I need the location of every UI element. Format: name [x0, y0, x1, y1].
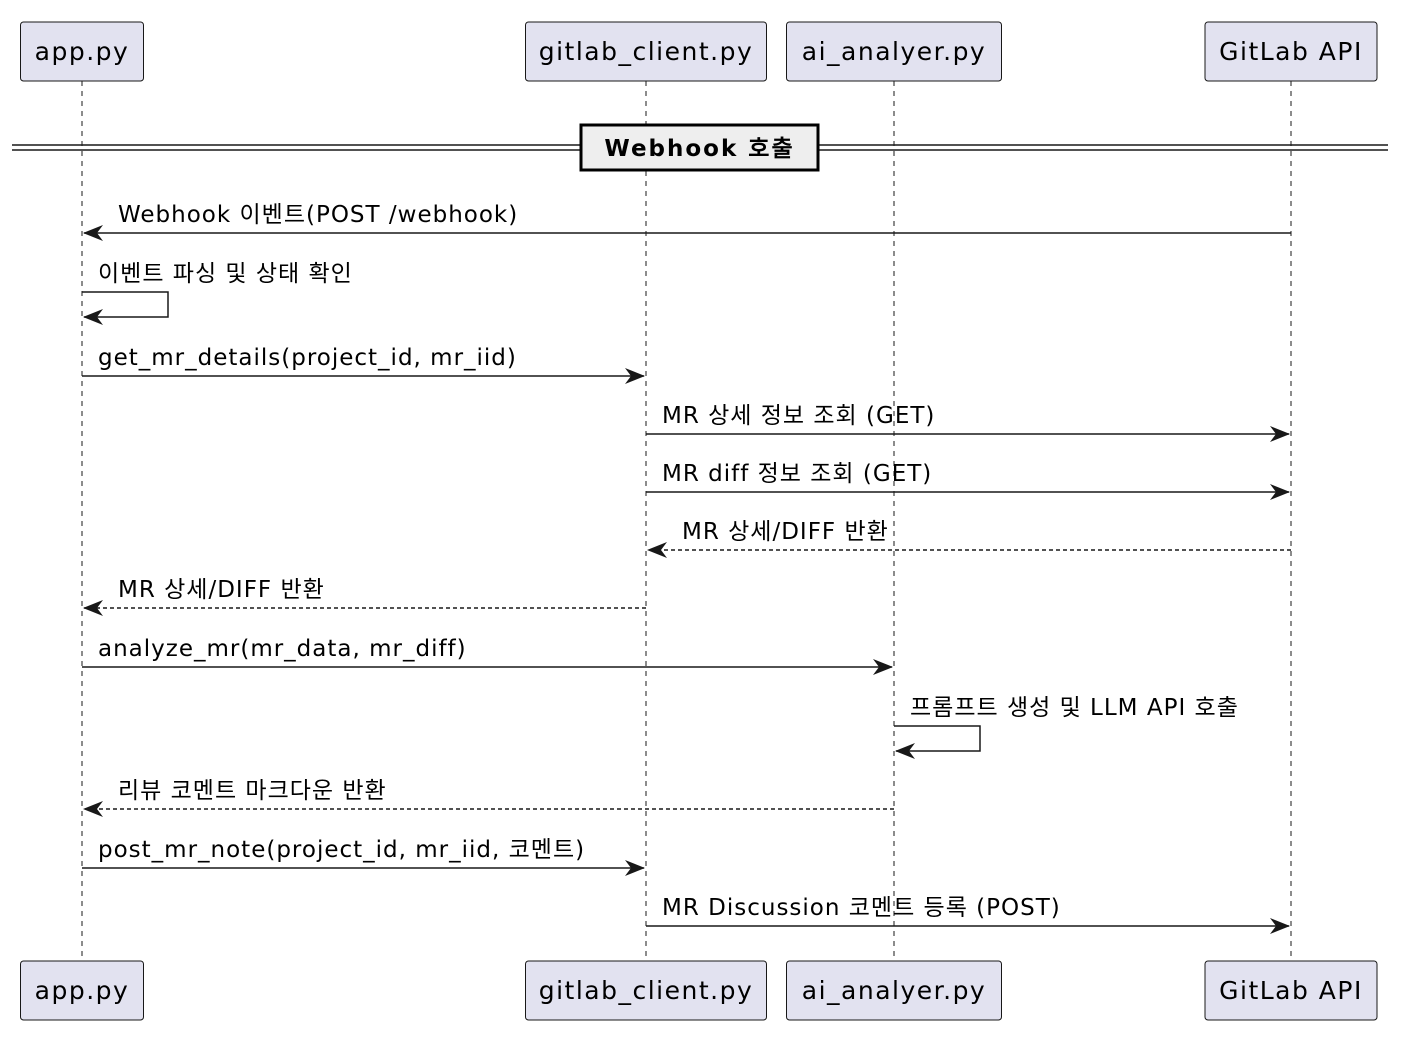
message-12: MR Discussion 코멘트 등록 (POST): [646, 895, 1290, 934]
participant-label: gitlab_client.py: [539, 976, 754, 1005]
message-label: post_mr_note(project_id, mr_iid, 코멘트): [98, 837, 585, 863]
message-label: MR 상세/DIFF 반환: [118, 577, 325, 603]
message-3: get_mr_details(project_id, mr_iid): [82, 345, 645, 384]
participant-label: app.py: [35, 976, 130, 1005]
message-label: analyze_mr(mr_data, mr_diff): [98, 636, 467, 662]
participant-gitlab-top: gitlab_client.py: [525, 21, 767, 82]
participant-label: ai_analyer.py: [802, 37, 986, 66]
participant-box: [1204, 960, 1378, 1021]
participant-app-bottom: app.py: [20, 960, 144, 1021]
participant-label: ai_analyer.py: [802, 976, 986, 1005]
participant-box: [786, 21, 1002, 82]
participant-box: [20, 960, 144, 1021]
message-label: get_mr_details(project_id, mr_iid): [98, 345, 517, 371]
participant-app-top: app.py: [20, 21, 144, 82]
message-label: MR diff 정보 조회 (GET): [662, 461, 932, 487]
participant-box: [786, 960, 1002, 1021]
message-label: MR 상세/DIFF 반환: [682, 519, 889, 545]
participant-label: app.py: [35, 37, 130, 66]
participant-ai-top: ai_analyer.py: [786, 21, 1002, 82]
message-label: Webhook 이벤트(POST /webhook): [118, 202, 518, 228]
message-10: 리뷰 코멘트 마크다운 반환: [83, 778, 894, 817]
message-11: post_mr_note(project_id, mr_iid, 코멘트): [82, 837, 645, 876]
participant-box: [20, 21, 144, 82]
participant-box: [525, 960, 767, 1021]
message-label: 이벤트 파싱 및 상태 확인: [98, 261, 353, 287]
participant-label: GitLab API: [1219, 976, 1363, 1005]
message-label: 리뷰 코멘트 마크다운 반환: [118, 778, 387, 804]
message-label: MR Discussion 코멘트 등록 (POST): [662, 895, 1061, 921]
participant-label: gitlab_client.py: [539, 37, 754, 66]
message-5: MR diff 정보 조회 (GET): [646, 461, 1290, 500]
participant-box: [1204, 21, 1378, 82]
message-label: 프롬프트 생성 및 LLM API 호출: [910, 695, 1239, 721]
message-8: analyze_mr(mr_data, mr_diff): [82, 636, 893, 675]
participant-api-bottom: GitLab API: [1204, 960, 1378, 1021]
message-1: Webhook 이벤트(POST /webhook): [83, 202, 1291, 241]
participant-gitlab-bottom: gitlab_client.py: [525, 960, 767, 1021]
self-arrow: [82, 291, 169, 325]
divider-webhook: Webhook 호출: [12, 123, 1388, 172]
self-arrow: [894, 725, 981, 759]
divider-label: Webhook 호출: [604, 136, 794, 162]
message-7: MR 상세/DIFF 반환: [83, 577, 646, 616]
message-2: 이벤트 파싱 및 상태 확인: [82, 261, 353, 325]
message-4: MR 상세 정보 조회 (GET): [646, 403, 1290, 442]
message-9: 프롬프트 생성 및 LLM API 호출: [894, 695, 1239, 759]
message-label: MR 상세 정보 조회 (GET): [662, 403, 935, 429]
message-6: MR 상세/DIFF 반환: [647, 519, 1291, 558]
participant-label: GitLab API: [1219, 37, 1363, 66]
participant-ai-bottom: ai_analyer.py: [786, 960, 1002, 1021]
participant-api-top: GitLab API: [1204, 21, 1378, 82]
participant-box: [525, 21, 767, 82]
